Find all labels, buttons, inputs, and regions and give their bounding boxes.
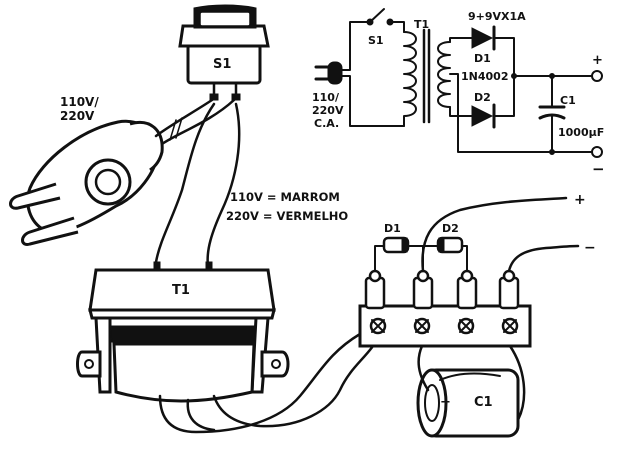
primary-coil xyxy=(403,31,417,127)
schematic-capacitor xyxy=(538,75,566,153)
assembly-transformer-label: T1 xyxy=(172,283,190,298)
assembly-capacitor xyxy=(416,344,526,438)
schematic-minus-label: − xyxy=(592,160,605,178)
assembly: S1 110V/ 220V 110V = MARROM 220V = VERME… xyxy=(9,4,596,438)
assembly-capacitor-label: C1 xyxy=(474,395,493,410)
assembly-d1-label: D1 xyxy=(384,222,401,235)
schematic-transformer-label: T1 xyxy=(414,18,429,31)
assembly-plug-icon xyxy=(9,119,164,246)
wire-note-110: 110V = MARROM xyxy=(230,190,340,204)
assembly-diode-d1 xyxy=(374,236,424,272)
schematic-input-line3: C.A. xyxy=(314,117,339,130)
schematic-d2-label: D2 xyxy=(474,91,491,104)
output-minus-label: − xyxy=(584,240,596,256)
schematic-capacitor-label: C1 xyxy=(560,94,576,107)
schematic-negative-terminal xyxy=(591,146,603,158)
schematic-capacitor-value: 1000µF xyxy=(558,126,604,139)
secondary-coil xyxy=(437,41,451,108)
schematic-d1-label: D1 xyxy=(474,52,491,65)
assembly-diode-d2 xyxy=(422,236,468,272)
schematic-diode-d2 xyxy=(471,103,496,129)
schematic-diode-d1 xyxy=(471,25,496,51)
schematic: S1 T1 9+9VX1A D1 1N4002 D2 C1 1000µF 110… xyxy=(312,8,605,178)
capacitor-plus-label: + xyxy=(440,395,451,410)
schematic-plug-icon xyxy=(314,61,343,85)
schematic-switch xyxy=(366,8,405,33)
schematic-input-line2: 220V xyxy=(312,104,344,117)
schematic-transformer-rating: 9+9VX1A xyxy=(468,10,526,23)
assembly-transformer xyxy=(76,261,290,403)
assembly-terminal-strip xyxy=(358,269,532,348)
plug-voltage-line2: 220V xyxy=(60,109,95,123)
output-plus-label: + xyxy=(574,192,586,208)
assembly-d2-label: D2 xyxy=(442,222,459,235)
schematic-diode-part: 1N4002 xyxy=(461,70,508,83)
schematic-switch-label: S1 xyxy=(368,34,384,47)
assembly-switch xyxy=(178,4,270,101)
assembly-switch-label: S1 xyxy=(213,57,231,72)
wire-note-220: 220V = VERMELHO xyxy=(226,209,348,223)
plug-voltage-line1: 110V/ xyxy=(60,95,99,109)
schematic-positive-terminal xyxy=(591,70,603,82)
schematic-input-line1: 110/ xyxy=(312,91,340,104)
schematic-plus-label: + xyxy=(592,53,603,68)
